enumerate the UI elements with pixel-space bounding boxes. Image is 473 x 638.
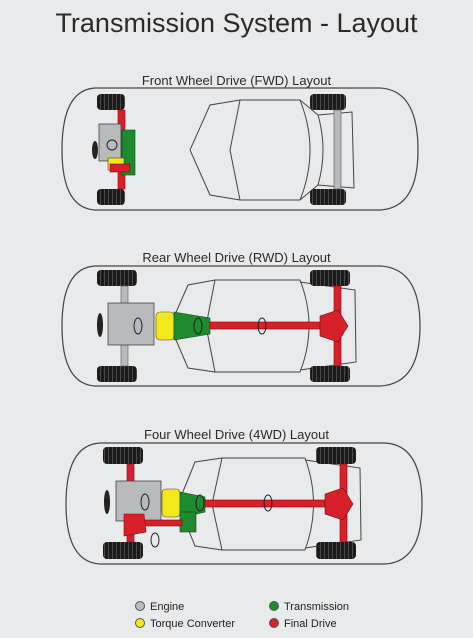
4wd-diagram [65, 442, 423, 565]
fwd-cabin-outline [240, 99, 311, 201]
rwd-rotation-marker [257, 317, 267, 335]
fwd-final-drive [109, 163, 131, 173]
fwd-rear-axle [333, 109, 342, 190]
fwd-front-right-tyre [97, 189, 125, 205]
fwd-rear-window-line [299, 184, 319, 201]
rwd-rotation-marker [133, 317, 143, 335]
legend-item-transmission: Transmission [269, 601, 349, 613]
legend-item-engine: Engine [135, 601, 184, 613]
legend-item-torque-converter: Torque Converter [135, 618, 235, 630]
4wd-front-propeller-shaft [139, 519, 183, 527]
rwd-front-left-tyre [97, 270, 137, 286]
fwd-rear-window-line [299, 99, 319, 116]
rwd-rear-right-tyre [310, 366, 350, 382]
page-title: Transmission System - Layout [55, 8, 418, 38]
fwd-layout-title: Front Wheel Drive (FWD) Layout [141, 73, 332, 88]
transmission-swatch [269, 601, 279, 611]
torque-converter-swatch [135, 618, 145, 628]
4wd-rear-left-tyre [316, 447, 356, 464]
fwd-car-body [61, 87, 419, 211]
4wd-front-left-tyre [103, 447, 143, 464]
fwd-rotation-marker [106, 139, 118, 151]
rwd-rotation-marker [193, 317, 203, 335]
rwd-transmission [173, 311, 211, 341]
fwd-diagram [61, 87, 419, 211]
final-drive-swatch [269, 618, 279, 628]
fwd-fan [92, 141, 98, 159]
4wd-car-body [65, 442, 423, 565]
4wd-layout-title: Four Wheel Drive (4WD) Layout [144, 427, 329, 442]
fwd-rear-window [317, 111, 355, 189]
legend-item-final-drive: Final Drive [269, 618, 337, 630]
rwd-differential [319, 309, 349, 343]
4wd-rear-differential [324, 487, 354, 521]
4wd-transmission [179, 491, 206, 519]
4wd-rear-right-tyre [316, 542, 356, 559]
rwd-car-body [61, 265, 421, 387]
fwd-front-left-tyre [97, 94, 125, 110]
4wd-rotation-marker [150, 532, 160, 548]
4wd-rear-propeller-shaft [204, 499, 326, 508]
4wd-torque-converter [161, 488, 181, 518]
fwd-windshield [189, 99, 241, 201]
rwd-propeller-shaft [209, 321, 321, 330]
4wd-rotation-marker [195, 494, 205, 512]
legend-label: Engine [150, 601, 185, 613]
4wd-rotation-marker [140, 493, 150, 511]
rwd-rear-left-tyre [310, 270, 350, 286]
4wd-rotation-marker [263, 494, 273, 512]
rwd-torque-converter [155, 311, 175, 341]
rwd-front-right-tyre [97, 366, 137, 382]
engine-swatch [135, 601, 145, 611]
4wd-front-right-tyre [103, 542, 143, 559]
fwd-rear-right-tyre [310, 189, 346, 205]
legend-label: Torque Converter [150, 618, 235, 630]
rwd-diagram [61, 265, 421, 387]
legend-label: Transmission [284, 601, 349, 613]
rwd-layout-title: Rear Wheel Drive (RWD) Layout [142, 250, 331, 265]
4wd-front-differential [123, 513, 147, 537]
rwd-engine [107, 302, 155, 346]
legend-label: Final Drive [284, 618, 337, 630]
4wd-fan [104, 490, 110, 514]
fwd-engine [98, 123, 122, 162]
4wd-transfer-case [179, 511, 197, 533]
fwd-rear-left-tyre [310, 94, 346, 110]
rwd-fan [97, 313, 103, 337]
